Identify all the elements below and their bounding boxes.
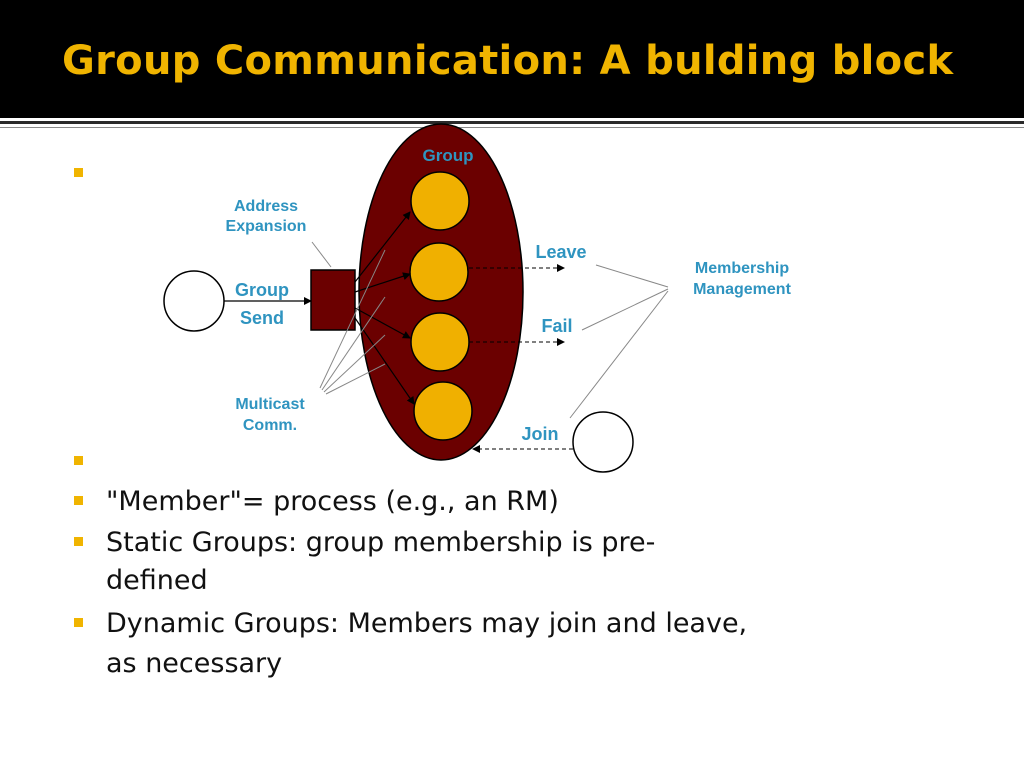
multicast-arrow-2	[354, 272, 411, 293]
title-divider	[0, 121, 1024, 124]
multicast-pointer-4	[325, 363, 386, 395]
sender-process-circle	[163, 270, 225, 332]
multicast-pointer-2	[321, 296, 386, 391]
group-send-label-line2: Send	[240, 308, 284, 328]
bullet-text-4: Static Groups: group membership is pre-	[106, 527, 656, 558]
join-label: Join	[521, 424, 558, 444]
multicast-arrow-1	[354, 211, 411, 283]
multicast-arrow-4	[354, 317, 415, 405]
bullet-text-3: "Member"= process (e.g., an RM)	[106, 486, 559, 517]
bullet-text-4-cont: defined	[106, 565, 208, 596]
bullet-text-5: Dynamic Groups: Members may join and lea…	[106, 608, 748, 639]
member-node-4	[413, 381, 473, 441]
member-node-2	[409, 242, 469, 302]
membership-pointer-fail	[581, 288, 669, 331]
title-bar	[0, 0, 1024, 118]
membership-management-label-line2: Management	[693, 281, 791, 298]
bullet-marker-4	[74, 537, 83, 546]
membership-pointer-leave	[595, 264, 669, 288]
multicast-arrow-3	[354, 307, 411, 339]
address-expansion-pointer	[311, 241, 332, 268]
fail-label: Fail	[541, 316, 572, 336]
slide-title: Group Communication: A bulding block	[62, 38, 954, 84]
group-label: Group	[423, 146, 474, 165]
multicast-label-line1: Multicast	[235, 396, 305, 413]
group-send-label-line1: Group	[235, 280, 289, 300]
address-expansion-label-line2: Expansion	[226, 218, 307, 235]
title-divider-thin	[0, 127, 1024, 128]
multicast-pointer-3	[323, 334, 386, 393]
membership-pointer-join	[569, 290, 669, 419]
bullet-marker-2	[74, 456, 83, 465]
bullet-marker-3	[74, 496, 83, 505]
member-node-3	[410, 312, 470, 372]
membership-management-label-line1: Membership	[695, 260, 789, 277]
multicast-pointer-1	[319, 249, 386, 389]
address-expansion-label-line1: Address	[234, 198, 298, 215]
member-node-1	[410, 171, 470, 231]
multicast-label-line2: Comm.	[243, 417, 297, 434]
bullet-marker-1	[74, 168, 83, 177]
bullet-text-5-cont: as necessary	[106, 648, 283, 679]
joining-process-circle	[572, 411, 634, 473]
send-box	[310, 269, 356, 331]
bullet-marker-5	[74, 618, 83, 627]
leave-label: Leave	[535, 242, 586, 262]
